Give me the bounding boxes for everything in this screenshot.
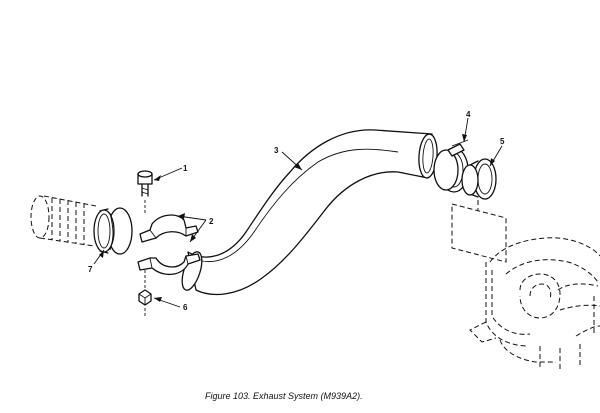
band-clamp xyxy=(433,139,469,193)
figure-caption: Figure 103. Exhaust System (M939A2). xyxy=(205,391,363,401)
callout-7: 7 xyxy=(88,265,93,274)
clamp-lower xyxy=(137,253,201,275)
adapter-ring xyxy=(93,207,133,255)
callout-5: 5 xyxy=(500,137,505,146)
callout-1: 1 xyxy=(183,164,188,173)
bolt xyxy=(137,170,153,214)
turbocharger xyxy=(469,237,600,370)
clamp-upper xyxy=(139,214,199,243)
callout-3: 3 xyxy=(274,146,279,155)
leader-lines xyxy=(93,117,503,308)
seal-ring xyxy=(461,158,497,200)
callout-2: 2 xyxy=(209,217,214,226)
alignment-guide xyxy=(451,203,507,263)
flex-pipe xyxy=(30,195,97,247)
callout-4: 4 xyxy=(466,110,471,119)
nut xyxy=(138,270,152,318)
callout-6: 6 xyxy=(183,303,188,312)
exhaust-pipe xyxy=(181,129,438,296)
